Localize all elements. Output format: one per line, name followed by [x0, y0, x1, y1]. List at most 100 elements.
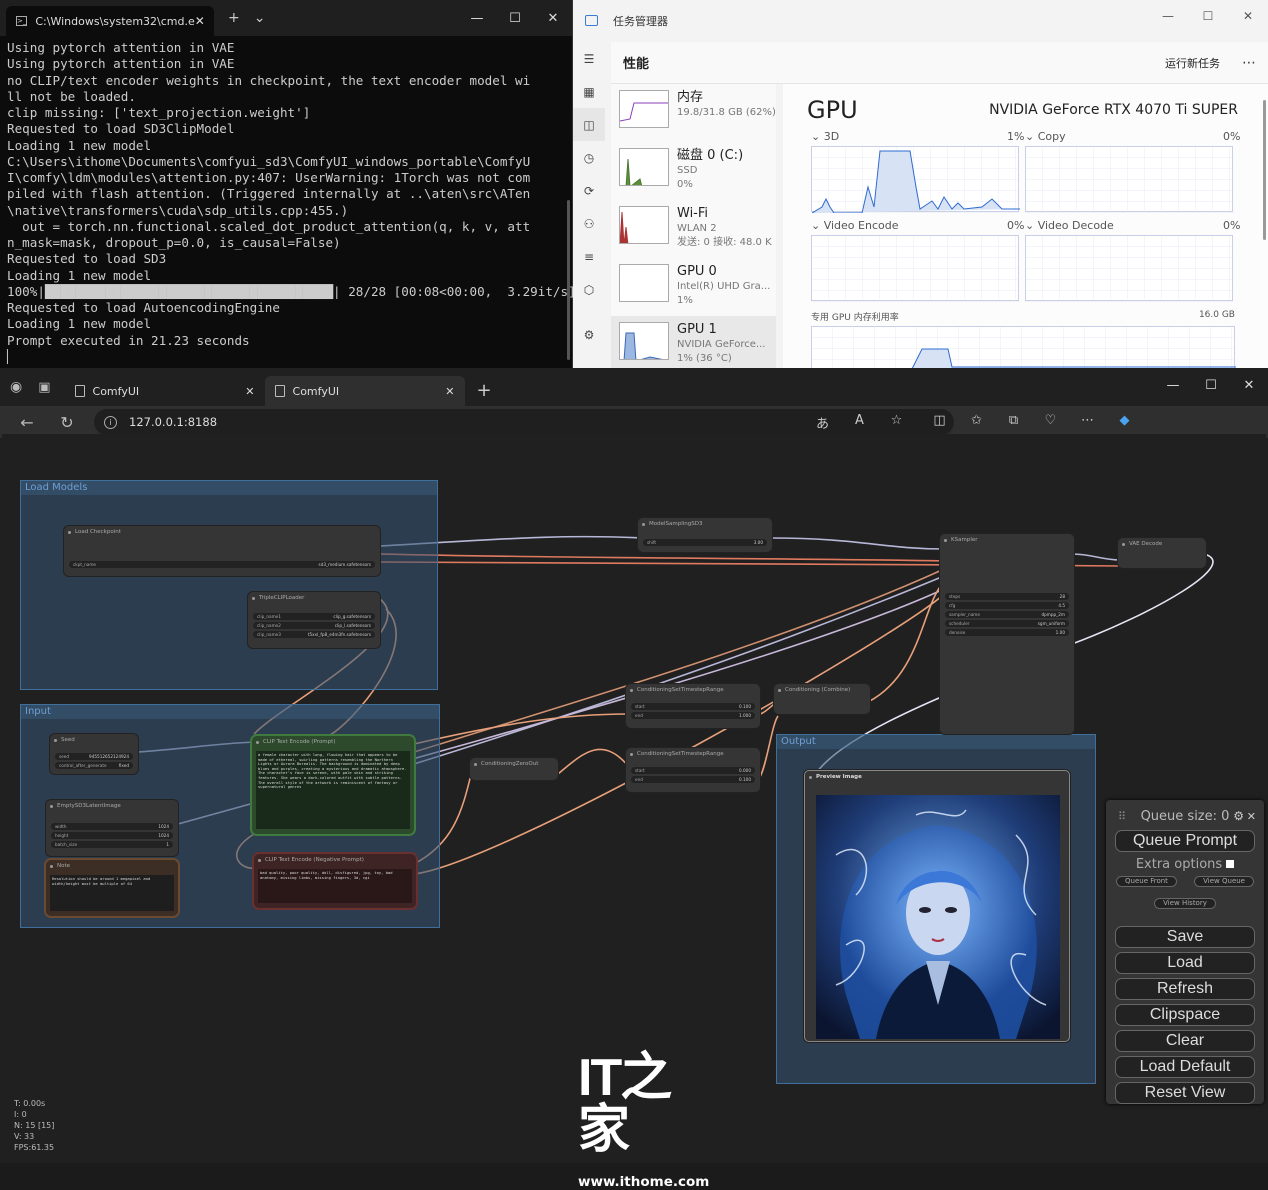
- app-history-icon[interactable]: ◷: [583, 150, 595, 165]
- close-window-button[interactable]: ✕: [1242, 9, 1254, 23]
- reset-view-button[interactable]: Reset View: [1115, 1082, 1255, 1104]
- refresh-icon[interactable]: ↻: [60, 412, 74, 432]
- load-default-button[interactable]: Load Default: [1115, 1056, 1255, 1078]
- close-icon[interactable]: ✕: [1246, 809, 1256, 823]
- close-tab-icon[interactable]: ✕: [245, 384, 255, 398]
- back-icon[interactable]: ←: [20, 412, 34, 432]
- favorite-star-icon[interactable]: ☆: [890, 412, 903, 428]
- node-conditioning-combine[interactable]: Conditioning (Combine): [774, 684, 870, 714]
- cmd-tab[interactable]: >_ C:\Windows\system32\cmd.e ✕: [6, 6, 214, 36]
- node-vae-decode[interactable]: VAE Decode: [1118, 538, 1206, 568]
- info-icon[interactable]: i: [104, 415, 117, 429]
- note-text[interactable]: Resolution should be around 1 megapixel …: [50, 875, 174, 911]
- startup-icon[interactable]: ⟳: [583, 183, 595, 198]
- prompt-textarea[interactable]: a female character with long, flowing ha…: [256, 751, 410, 829]
- close-tab-icon[interactable]: ✕: [194, 14, 205, 28]
- read-aloud-icon[interactable]: あ: [815, 416, 829, 432]
- maximize-button[interactable]: ☐: [1202, 9, 1214, 23]
- node-note[interactable]: Note Resolution should be around 1 megap…: [46, 860, 178, 916]
- close-window-button[interactable]: ✕: [547, 10, 559, 26]
- load-button[interactable]: Load: [1115, 952, 1255, 974]
- refresh-button[interactable]: Refresh: [1115, 978, 1255, 1000]
- node-clip-text-encode-positive[interactable]: CLIP Text Encode (Prompt) a female chara…: [252, 736, 414, 834]
- users-icon[interactable]: ⚇: [583, 216, 595, 231]
- profile-icon[interactable]: ◉: [10, 379, 23, 395]
- processes-icon[interactable]: ▦: [583, 84, 595, 99]
- maximize-button[interactable]: ☐: [1205, 377, 1217, 393]
- close-window-button[interactable]: ✕: [1243, 377, 1255, 393]
- group-load-models[interactable]: Load Models: [20, 480, 438, 690]
- node-clip-text-encode-negative[interactable]: CLIP Text Encode (Negative Prompt) bad q…: [254, 854, 416, 908]
- minimize-button[interactable]: —: [1166, 377, 1180, 393]
- clear-button[interactable]: Clear: [1115, 1030, 1255, 1052]
- run-new-task-button[interactable]: 运行新任务: [1165, 56, 1220, 70]
- node-conditioning-zero-out[interactable]: ConditioningZeroOut: [470, 758, 558, 780]
- engine-vdec-label[interactable]: ⌄ Video Decode: [1025, 219, 1114, 232]
- extra-options[interactable]: Extra options: [1114, 857, 1256, 872]
- settings-icon[interactable]: ⚙: [583, 327, 595, 342]
- engine-3d-label[interactable]: ⌄ 3D: [811, 130, 840, 143]
- browser-tab-2[interactable]: ComfyUI ✕: [264, 376, 465, 406]
- performance-icon[interactable]: ◫: [573, 108, 605, 141]
- new-tab-button[interactable]: +: [476, 379, 492, 401]
- minimize-button[interactable]: —: [470, 10, 484, 26]
- favorites-icon[interactable]: ✩: [971, 412, 982, 428]
- close-tab-icon[interactable]: ✕: [445, 384, 455, 398]
- more-options-icon[interactable]: ⋯: [1242, 54, 1256, 71]
- queue-prompt-button[interactable]: Queue Prompt: [1115, 830, 1255, 852]
- browser-essentials-icon[interactable]: ♡: [1044, 412, 1057, 428]
- services-icon[interactable]: ⬡: [583, 282, 595, 297]
- more-icon[interactable]: ⋯: [1081, 412, 1094, 428]
- tab-actions-icon[interactable]: ▣: [38, 379, 51, 395]
- scrollbar[interactable]: [1263, 100, 1266, 240]
- dropdown-icon[interactable]: ⌄: [253, 10, 266, 26]
- comfyui-canvas[interactable]: Load Models Input Output Load Checkpoint…: [2, 434, 1266, 1163]
- new-tab-button[interactable]: +: [228, 10, 240, 26]
- scrollbar[interactable]: [567, 200, 570, 360]
- copilot-icon[interactable]: ◆: [1119, 412, 1130, 428]
- split-screen-icon[interactable]: ◫: [933, 412, 946, 428]
- details-icon[interactable]: ≡: [583, 249, 595, 264]
- engine-copy-label[interactable]: ⌄ Copy: [1025, 130, 1066, 143]
- settings-gear-icon[interactable]: ⚙: [1233, 809, 1244, 823]
- view-queue-button[interactable]: View Queue: [1194, 876, 1254, 887]
- maximize-button[interactable]: ☐: [509, 10, 521, 26]
- browser-tab-1[interactable]: ComfyUI ✕: [65, 376, 265, 406]
- queue-front-button[interactable]: Queue Front: [1116, 876, 1177, 887]
- save-button[interactable]: Save: [1115, 926, 1255, 948]
- minimize-button[interactable]: —: [1162, 9, 1174, 23]
- view-history-button[interactable]: View History: [1154, 898, 1216, 909]
- hamburger-icon[interactable]: ☰: [583, 51, 595, 66]
- negative-prompt-textarea[interactable]: bad quality, poor quality, doll, disfigu…: [258, 869, 412, 903]
- clipspace-button[interactable]: Clipspace: [1115, 1004, 1255, 1026]
